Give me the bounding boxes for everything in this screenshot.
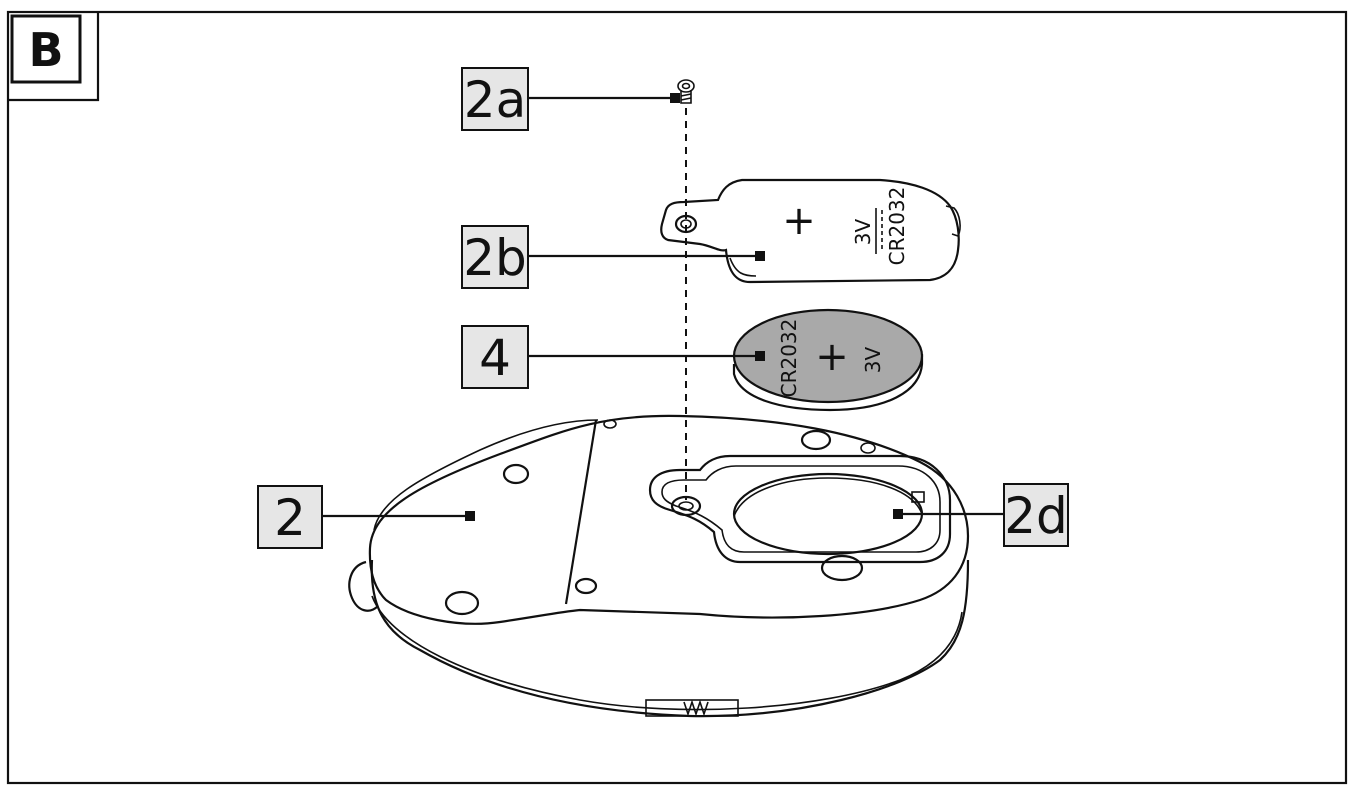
callout-2a-label: 2a xyxy=(464,71,526,129)
cover-model-text: CR2032 xyxy=(885,187,909,266)
callout-leaders xyxy=(322,93,1004,521)
coin-battery-part xyxy=(732,308,924,412)
callout-2b-label: 2b xyxy=(463,229,527,287)
panel-letter: B xyxy=(28,23,63,77)
battery-plus-sign: + xyxy=(815,334,849,380)
cover-voltage-text: 3V xyxy=(851,218,875,245)
callout-2d-label: 2d xyxy=(1004,487,1068,545)
callout-4-label: 4 xyxy=(479,329,511,387)
callout-2-label: 2 xyxy=(274,489,306,547)
screw-part xyxy=(677,79,695,104)
callout-2b: 2b xyxy=(461,225,529,289)
battery-voltage-text: 3V xyxy=(861,346,885,373)
cover-plus-sign: + xyxy=(782,198,816,244)
battery-cover-part xyxy=(660,178,961,284)
device-housing-part xyxy=(348,414,970,718)
callout-2: 2 xyxy=(257,485,323,549)
frame xyxy=(6,10,1348,785)
callout-4: 4 xyxy=(461,325,529,389)
callout-2a: 2a xyxy=(461,67,529,131)
battery-model-text: CR2032 xyxy=(777,319,801,398)
callout-2d: 2d xyxy=(1003,483,1069,547)
